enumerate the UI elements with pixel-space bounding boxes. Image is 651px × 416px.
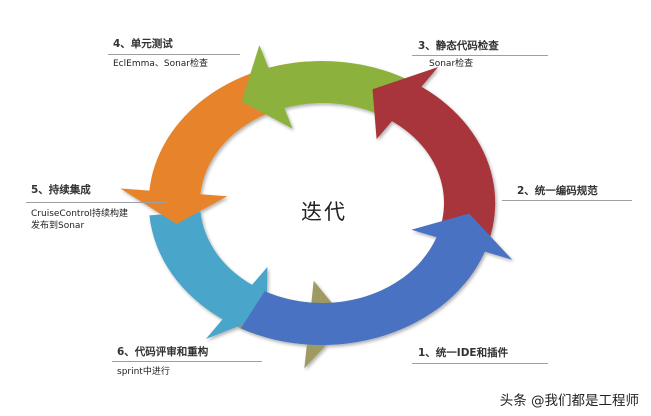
step-6-desc: sprint中进行: [117, 367, 170, 377]
step-1-rule: [412, 363, 548, 364]
center-label: 迭代: [301, 200, 347, 224]
step-5-arrow: [149, 211, 268, 339]
step-2-title: 2、统一编码规范: [517, 185, 598, 197]
step-4-title: 4、单元测试: [113, 38, 173, 50]
step-6-rule: [112, 361, 262, 362]
step-5-rule: [26, 202, 166, 203]
step-4-rule: [108, 54, 240, 55]
step-3-desc: Sonar检查: [429, 59, 474, 69]
step-1-title: 1、统一IDE和插件: [418, 347, 509, 359]
step-2-rule: [502, 200, 632, 201]
step-4-desc: EclEmma、Sonar检查: [113, 59, 209, 69]
step-6-title: 6、代码评审和重构: [117, 346, 209, 358]
watermark: 头条 @我们都是工程师: [499, 393, 639, 409]
step-5-desc: CruiseControl持续构建 发布到Sonar: [31, 209, 128, 231]
step-3-title: 3、静态代码检查: [418, 40, 499, 52]
step-1-arrow: [240, 213, 513, 346]
step-5-title: 5、持续集成: [31, 184, 91, 196]
step-3-rule: [412, 55, 548, 56]
